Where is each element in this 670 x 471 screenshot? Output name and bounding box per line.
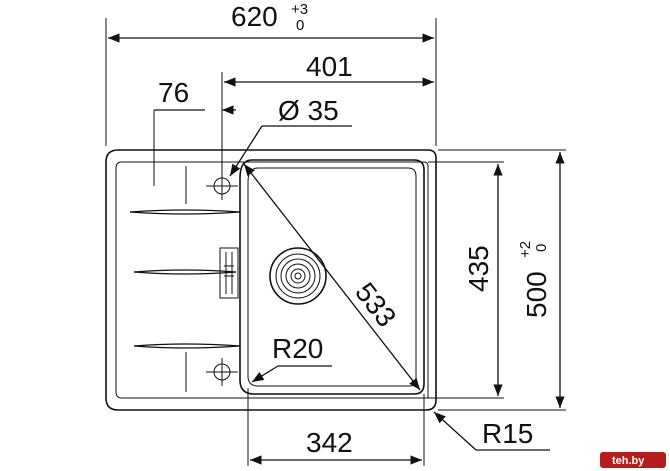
inner-radius-label: R20 [272,333,323,364]
sink-outline [105,149,437,411]
dim-bowl-height: 435 [428,161,504,399]
overall-height-label: 500 [521,271,552,318]
overall-height-tol-lower: 0 [533,244,550,252]
dim-tap-hole: Ø 35 [229,95,352,177]
overflow-slot [219,247,239,299]
bowl-width-label: 342 [306,427,353,458]
dim-outer-radius: R15 [433,411,550,451]
watermark-badge: teh.by [600,452,666,468]
overall-width-tol-lower: 0 [296,17,304,34]
tap-hole-bottom [185,352,238,392]
drain-strainer [269,247,327,305]
dim-bowl-offset: 401 [221,51,434,174]
bowl-height-label: 435 [463,245,494,292]
drain-offset-label: 76 [158,77,189,108]
dim-bowl-width: 342 [247,388,425,466]
overall-width-label: 620 [231,1,278,32]
watermark-text: teh.by [612,455,645,467]
dim-overall-width: 620 +3 0 [105,1,437,146]
bowl-offset-width-label: 401 [306,51,353,82]
drainboard-ribs [129,209,241,349]
tap-hole-top [185,166,238,204]
diagonal-label: 533 [349,277,402,333]
dim-overall-height: 500 +2 0 [438,149,566,411]
overall-width-tol-upper: +3 [291,1,308,18]
overall-height-tol-upper: +2 [517,241,534,258]
outer-radius-label: R15 [482,418,533,449]
dim-drain-offset: 76 [153,77,236,186]
dim-inner-radius: R20 [251,333,332,383]
tap-hole-label: Ø 35 [278,95,339,126]
